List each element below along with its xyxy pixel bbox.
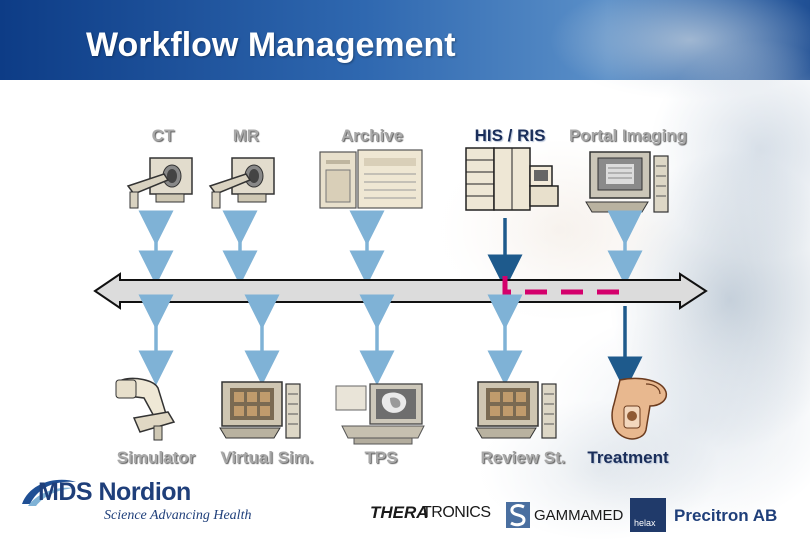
label-portal-imaging: Portal Imaging <box>568 126 688 145</box>
gammamed-s-icon <box>506 502 530 528</box>
label-archive: Archive <box>340 126 404 145</box>
label-review-station: Review St. <box>480 448 566 467</box>
workflow-route-dashed <box>502 276 628 300</box>
virtual-sim-workstation-icon <box>219 381 301 439</box>
gammamed-logo: GAMMA MED <box>506 502 624 528</box>
gammamed-logo-part-a: GAMMA <box>534 507 591 524</box>
label-ct: CT <box>151 126 175 145</box>
simulator-machine-icon <box>115 377 176 441</box>
slide-title: Workflow Management <box>86 26 456 64</box>
label-virtual-sim: Virtual Sim. <box>220 448 314 467</box>
precitron-logo: Precitron AB <box>674 506 778 525</box>
mds-brand-name: MDS Nordion <box>38 478 191 506</box>
ct-scanner-icon <box>126 157 193 209</box>
theratronics-logo-part-a: THERA <box>370 503 429 522</box>
gammamed-logo-part-b: MED <box>590 507 624 524</box>
label-simulator: Simulator <box>116 448 196 467</box>
helax-logo: helax <box>630 498 666 532</box>
mr-scanner-icon <box>208 157 275 209</box>
theratronics-logo-part-b: TRONICS <box>422 504 491 521</box>
archive-server-icon <box>319 149 423 209</box>
treatment-machine-icon <box>611 377 668 440</box>
mds-swoosh-icon <box>22 479 76 506</box>
label-tps: TPS <box>364 448 398 467</box>
helax-logo-text: helax <box>634 518 656 528</box>
review-station-icon <box>475 381 557 439</box>
mds-nordion-logo: MDS Nordion Science Advancing Health <box>18 474 288 530</box>
label-mr: MR <box>232 126 260 145</box>
theratronics-logo: THERA TRONICS <box>370 503 494 527</box>
label-treatment: Treatment <box>587 448 669 467</box>
portal-imaging-monitor-icon <box>585 151 669 213</box>
his-ris-computer-icon <box>465 147 559 211</box>
tps-workstation-icon <box>335 383 425 445</box>
label-his-ris: HIS / RIS <box>474 126 546 145</box>
mds-tagline: Science Advancing Health <box>104 508 252 523</box>
